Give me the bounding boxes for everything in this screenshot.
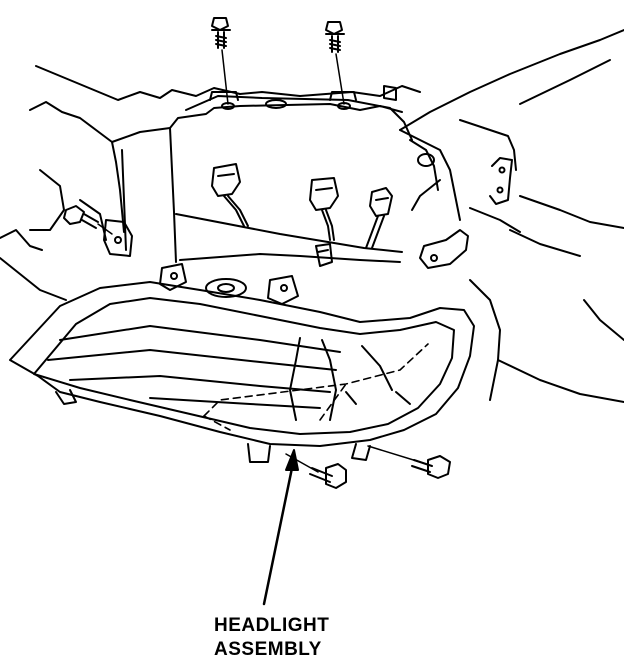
- bolt-icon: [63, 205, 99, 229]
- left-side-support: [111, 103, 403, 143]
- hidden-housing-outline: [203, 343, 429, 417]
- bolt-icon: [411, 455, 451, 479]
- left-inner-panel: [29, 101, 125, 233]
- bulb-connector-right: [369, 187, 393, 217]
- headlight-lens-outline: [9, 281, 475, 447]
- bulb-connector-left: [211, 163, 241, 197]
- lower-mount-tab-left: [55, 389, 77, 405]
- right-mount-tab: [419, 229, 469, 269]
- bolt-icon: [211, 17, 231, 49]
- housing-lug-center: [267, 275, 299, 305]
- left-mount-tab: [103, 219, 133, 257]
- left-lower-fender: [0, 257, 67, 301]
- right-bracket: [489, 157, 513, 205]
- radiator-support: [185, 95, 413, 141]
- bolt-icon: [325, 21, 345, 53]
- lower-mount-tab-center: [247, 443, 271, 463]
- right-fender-outline: [399, 29, 624, 131]
- headlight-assembly: [9, 263, 475, 463]
- lower-mount-tab-right: [351, 443, 371, 461]
- left-side-bolt: [63, 205, 133, 257]
- bolt-icon: [309, 463, 347, 489]
- callout-label-line2: ASSEMBLY: [214, 639, 322, 660]
- left-fender-outline: [35, 65, 421, 101]
- wiring-connectors: [211, 163, 393, 267]
- callout-arrow: [262, 449, 299, 606]
- upper-mounting-bolts: [211, 17, 345, 105]
- bulb-connector-center: [309, 177, 339, 211]
- vehicle-body-structure: [0, 29, 624, 403]
- callout-label-line1: HEADLIGHT: [214, 615, 330, 636]
